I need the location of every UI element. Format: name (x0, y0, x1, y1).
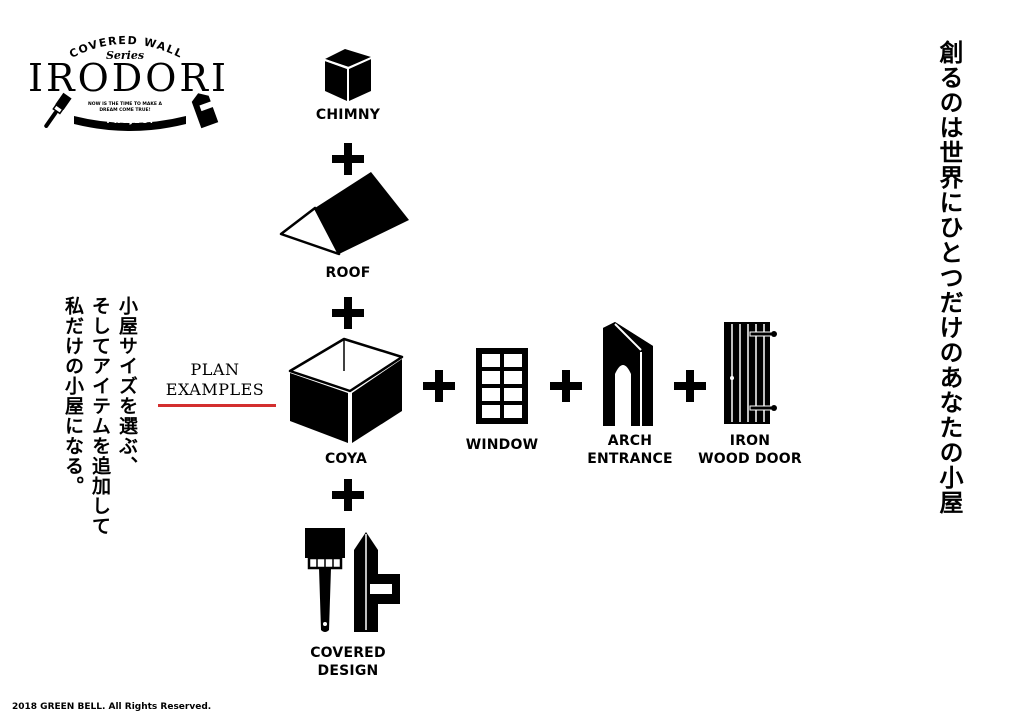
label-arch-1: ARCH (607, 433, 653, 449)
box-icon (288, 337, 404, 443)
plus-icon (423, 370, 455, 402)
left-text-col-1: 小屋サイズを選ぶ、 (116, 296, 138, 476)
logo: COVERED WALL Series IRODORI NOW IS THE T… (20, 28, 230, 133)
chimney-icon (324, 49, 372, 101)
logo-tagline: NOW IS THE TIME TO MAKE A DREAM COME TRU… (80, 102, 170, 114)
plan-line-2: EXAMPLES (165, 380, 265, 399)
label-arch-2: ENTRANCE (587, 451, 673, 467)
plus-icon (332, 297, 364, 329)
label-roof: ROOF (325, 265, 371, 281)
label-arch: ARCH ENTRANCE (578, 432, 682, 468)
logo-tagline-2: DREAM COME TRUE! (99, 108, 151, 113)
footer-copyright: 2018 GREEN BELL. All Rights Reserved. (12, 702, 212, 712)
left-text-col-2: そしてアイテムを追加して (89, 296, 111, 536)
trowel-icon (354, 532, 400, 632)
label-door: IRON WOOD DOOR (692, 432, 808, 468)
arch-icon (603, 322, 653, 426)
paintbrush-icon (44, 92, 72, 128)
paintbrush-icon (305, 528, 345, 632)
logo-title: IRODORI (28, 56, 230, 100)
logo-arc-text: COVERED WALL (67, 34, 184, 61)
logo-project: PROJECT (106, 116, 156, 125)
logo-ribbon (74, 116, 186, 131)
label-coya: COYA (324, 451, 368, 467)
plus-icon (674, 370, 706, 402)
plus-icon (550, 370, 582, 402)
label-door-2: WOOD DOOR (698, 451, 802, 467)
trowel-icon (191, 93, 219, 129)
label-covered-2: DESIGN (317, 663, 379, 679)
plus-icon (332, 143, 364, 175)
window-icon (476, 348, 528, 424)
plus-icon (332, 479, 364, 511)
left-text-col-3: 私だけの小屋になる。 (62, 296, 84, 496)
plan-underline (158, 404, 276, 407)
roof-icon (279, 172, 409, 256)
label-window: WINDOW (465, 437, 539, 453)
label-covered: COVERED DESIGN (290, 644, 406, 680)
logo-tagline-1: NOW IS THE TIME TO MAKE A (88, 102, 162, 107)
label-chimny: CHIMNY (315, 107, 381, 123)
logo-series: Series (105, 49, 145, 62)
label-door-1: IRON (729, 433, 771, 449)
plan-line-1: PLAN (190, 360, 240, 379)
right-text: 創るのは世界にひとつだけのあなたの小屋 (935, 40, 964, 515)
door-icon (724, 322, 777, 424)
plan-examples: PLAN EXAMPLES (150, 360, 280, 400)
label-covered-1: COVERED (310, 645, 386, 661)
